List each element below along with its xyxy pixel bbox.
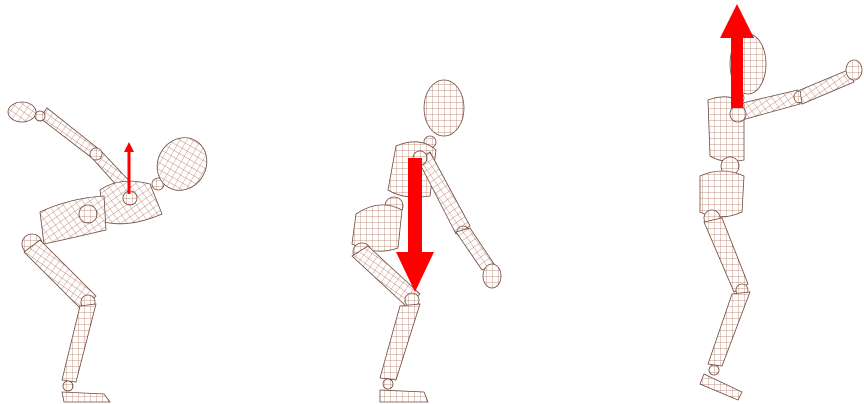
force-arrow-shaft [731, 36, 743, 108]
figure-upright-arms-raised [700, 4, 862, 400]
abdomen [40, 196, 106, 244]
shin [708, 292, 750, 366]
pelvis [700, 171, 744, 217]
foot [62, 392, 110, 402]
thigh [704, 218, 748, 292]
figure-bent-over [8, 102, 216, 402]
hand [846, 60, 862, 80]
wrist-joint [35, 111, 45, 121]
ankle-joint [63, 381, 73, 391]
figure-half-squat [352, 80, 501, 402]
foot [380, 390, 428, 402]
hand [483, 264, 501, 288]
waist-joint [79, 205, 97, 223]
shoulder-joint [730, 106, 746, 122]
foot [700, 374, 742, 400]
shin [380, 304, 420, 380]
forearm [800, 70, 854, 104]
head [424, 80, 464, 136]
ankle-joint [709, 365, 719, 375]
force-arrow-head-up [720, 4, 754, 38]
upper-arm [738, 90, 800, 120]
hand [8, 102, 36, 122]
ankle-joint [383, 379, 393, 389]
shin [62, 304, 96, 382]
forearm [456, 228, 494, 270]
force-arrow-shaft [408, 158, 422, 254]
elbow-joint [90, 148, 102, 160]
force-arrow-head-up [124, 142, 134, 152]
